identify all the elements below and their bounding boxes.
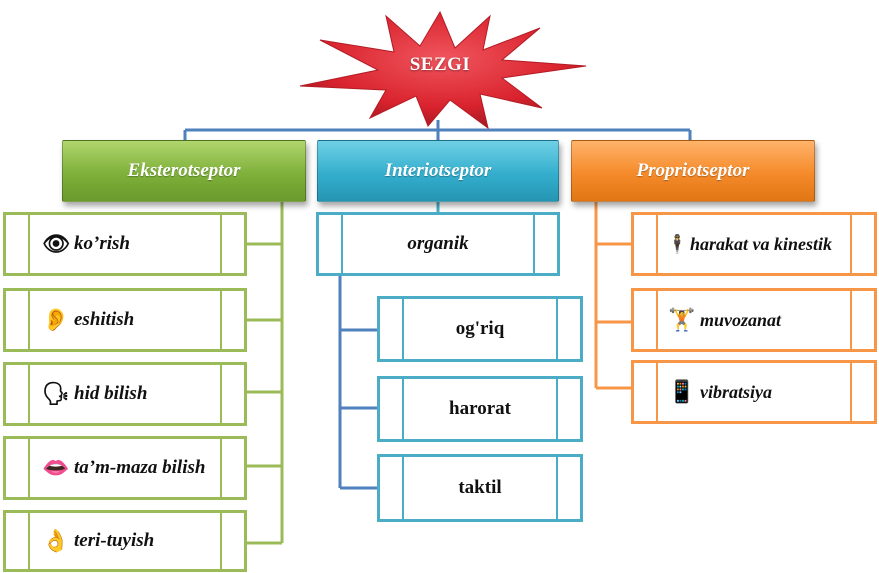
weightlifter-icon: 🏋 [668, 307, 696, 332]
list-item: 👌 teri-tuyish [3, 510, 247, 572]
item-label: harakat va kinestik [690, 233, 833, 254]
figure-icon: 🕴 [666, 233, 689, 254]
item-label: harorat [449, 398, 511, 419]
category-label: Propriotseptor [636, 160, 750, 181]
list-item: 🗣 hid bilish [3, 362, 247, 426]
root-star-node: SEZGI [290, 10, 590, 130]
list-item: 🏋 muvozanat [631, 288, 877, 352]
item-label: og'riq [455, 318, 505, 339]
item-label: ko’rish [74, 233, 130, 254]
list-item: harorat [377, 376, 583, 442]
hand-touch-icon: 👌 [42, 528, 70, 553]
category-interiotseptor: Interiotseptor [317, 140, 559, 202]
item-label: organik [407, 233, 469, 254]
list-item: 👁 ko’rish [3, 212, 247, 276]
smelling-head-icon: 🗣 [42, 381, 70, 406]
ear-icon: 👂 [42, 307, 70, 332]
item-label: teri-tuyish [74, 530, 155, 551]
item-label: eshitish [74, 309, 135, 330]
organik-node: organik [316, 212, 560, 276]
list-item: 📱 vibratsiya [631, 360, 877, 424]
list-item: taktil [377, 454, 583, 522]
list-item: og'riq [377, 296, 583, 362]
root-label: SEZGI [409, 54, 471, 75]
list-item: 🕴harakat va kinestik [631, 212, 877, 276]
star-shape [299, 10, 587, 130]
item-label: taktil [458, 477, 502, 498]
category-label: Interiotseptor [384, 160, 492, 181]
category-eksterotseptor: Eksterotseptor [62, 140, 306, 202]
phone-icon: 📱 [668, 379, 696, 404]
category-propriotseptor: Propriotseptor [571, 140, 815, 202]
list-item: 👂 eshitish [3, 288, 247, 352]
lips-icon: 👄 [42, 455, 70, 480]
item-label: muvozanat [700, 309, 782, 330]
list-item: 👄 ta’m-maza bilish [3, 436, 247, 500]
item-label: hid bilish [74, 383, 148, 404]
item-label: vibratsiya [700, 381, 772, 402]
eye-icon: 👁 [42, 231, 70, 256]
category-label: Eksterotseptor [127, 160, 241, 181]
item-label: ta’m-maza bilish [74, 457, 206, 478]
